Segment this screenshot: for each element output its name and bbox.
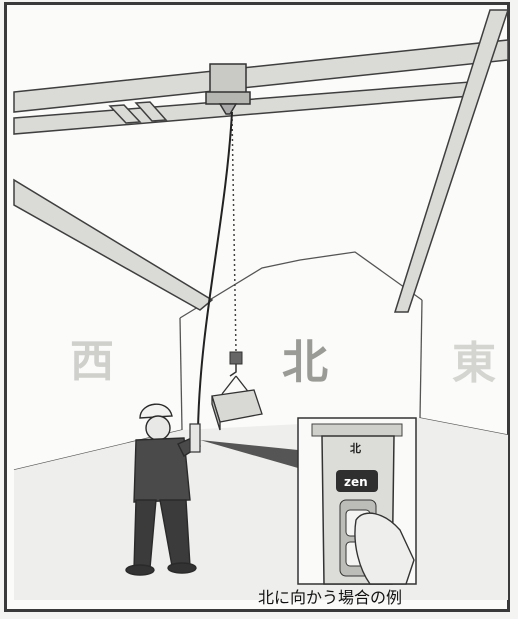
pendant-switch xyxy=(190,424,200,452)
east-wall-label: 東 xyxy=(452,338,496,389)
pendant-cable xyxy=(198,112,232,430)
remote-top-label: 北 xyxy=(350,441,361,455)
caption: 北に向かう場合の例 xyxy=(258,584,402,608)
suspended-load xyxy=(212,376,262,430)
crane-girders xyxy=(14,10,508,312)
hook-block xyxy=(230,352,242,364)
hoist-chain xyxy=(232,114,236,352)
west-wall-label: 西 xyxy=(70,336,114,387)
north-wall-label: 北 xyxy=(282,335,328,389)
remote-brand-label: zen xyxy=(344,475,368,489)
floor xyxy=(14,418,508,600)
